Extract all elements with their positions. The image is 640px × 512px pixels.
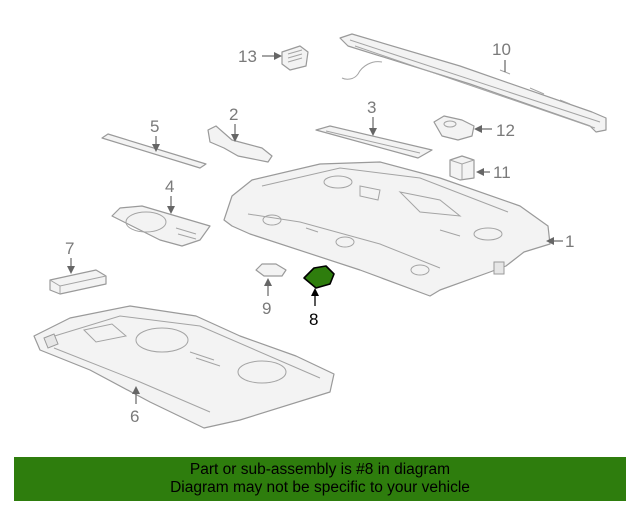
callout-13: 13 — [238, 47, 257, 66]
callout-7: 7 — [65, 239, 74, 258]
part-13-clip — [281, 45, 309, 71]
arrow-5 — [152, 144, 160, 152]
callout-12: 12 — [496, 121, 515, 140]
banner-line-2: Diagram may not be specific to your vehi… — [170, 479, 470, 496]
part-10-rail — [339, 33, 607, 133]
part-8-highlighted — [303, 265, 335, 289]
callout-11: 11 — [493, 163, 511, 182]
callout-8: 8 — [309, 310, 318, 329]
arrow-4 — [167, 206, 175, 214]
parts-diagram: 10 13 5 2 3 12 11 4 — [33, 33, 607, 429]
arrow-13 — [274, 52, 282, 60]
part-12-cover — [433, 115, 475, 141]
part-7-block — [49, 269, 107, 295]
arrow-6 — [132, 386, 140, 394]
arrow-11 — [476, 168, 484, 176]
callout-10: 10 — [492, 40, 511, 59]
info-banner: Part or sub-assembly is #8 in diagram Di… — [14, 457, 626, 501]
part-11-block — [449, 155, 475, 181]
callout-6: 6 — [130, 407, 139, 426]
part-4-speaker-panel — [111, 205, 211, 247]
arrow-7 — [67, 266, 75, 274]
arrow-9 — [264, 278, 272, 286]
callout-5: 5 — [150, 117, 159, 136]
callout-3: 3 — [367, 98, 376, 117]
arrow-2 — [231, 134, 239, 142]
arrow-1 — [546, 237, 554, 245]
part-9-clip — [255, 263, 287, 277]
part-3-panel — [315, 125, 433, 159]
part-1-rear-shelf — [223, 161, 551, 297]
callout-2: 2 — [229, 105, 238, 124]
arrow-8 — [311, 288, 319, 296]
callout-1: 1 — [565, 232, 574, 251]
part-6-lower-shelf — [33, 305, 335, 429]
banner-line-1: Part or sub-assembly is #8 in diagram — [189, 461, 451, 478]
arrow-3 — [369, 128, 377, 136]
part-2-bracket — [207, 125, 273, 163]
callout-9: 9 — [262, 299, 271, 318]
part-5-strip — [101, 133, 207, 169]
callout-4: 4 — [165, 177, 174, 196]
arrow-12 — [474, 125, 482, 133]
